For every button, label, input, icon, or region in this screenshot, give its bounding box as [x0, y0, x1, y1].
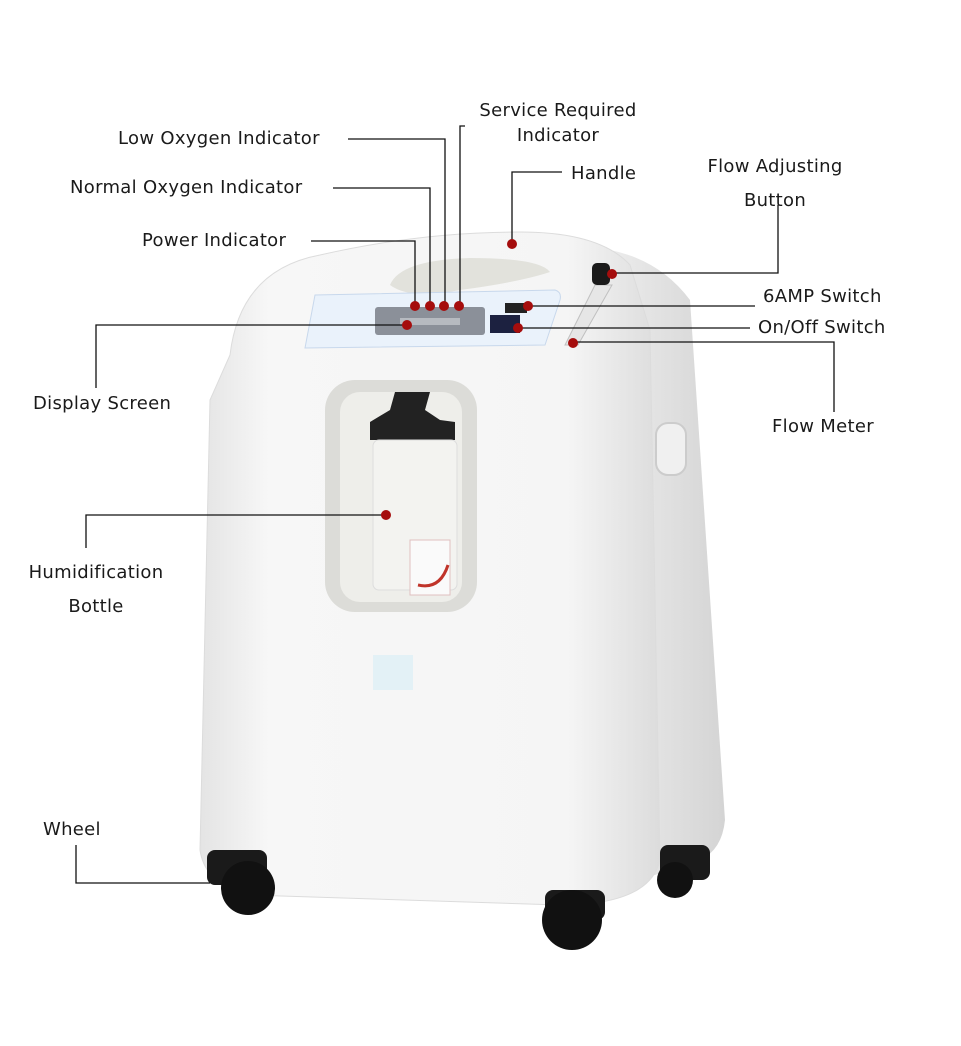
on-off-switch	[490, 315, 520, 333]
marker-flow-meter	[568, 338, 578, 348]
marker-bottle	[381, 510, 391, 520]
marker-display	[402, 320, 412, 330]
label-line: Flow Adjusting	[707, 156, 843, 177]
marker-6amp	[523, 301, 533, 311]
label-flow-meter: Flow Meter	[772, 416, 874, 437]
six-amp-switch	[505, 303, 527, 313]
label-power: Power Indicator	[142, 230, 287, 251]
label-wheel: Wheel	[43, 819, 101, 840]
label-humidification-bottle: Humidification Bottle	[29, 556, 164, 624]
label-line: Humidification	[28, 562, 164, 583]
marker-normal-oxygen	[425, 301, 435, 311]
leader-lines	[75, 125, 835, 884]
label-line: Button	[743, 190, 807, 211]
marker-low-oxygen	[439, 301, 449, 311]
label-display-screen: Display Screen	[33, 393, 172, 414]
label-line: Service Required	[479, 100, 637, 121]
marker-flow-adjust	[607, 269, 617, 279]
marker-service	[454, 301, 464, 311]
label-handle: Handle	[571, 163, 637, 184]
label-line: Indicator	[516, 125, 600, 146]
label-6amp-switch: 6AMP Switch	[763, 286, 882, 307]
wheel-icon	[207, 845, 710, 950]
marker-handle	[507, 239, 517, 249]
label-normal-oxygen: Normal Oxygen Indicator	[70, 177, 303, 198]
flow-meter	[564, 284, 613, 346]
label-flow-adjusting: Flow Adjusting Button	[707, 150, 842, 218]
label-on-off-switch: On/Off Switch	[758, 317, 886, 338]
label-low-oxygen: Low Oxygen Indicator	[118, 128, 320, 149]
label-line: Bottle	[68, 596, 124, 617]
label-service-required: Service Required Indicator	[479, 98, 636, 148]
marker-on-off	[513, 323, 523, 333]
flow-knob	[592, 263, 610, 285]
marker-power	[410, 301, 420, 311]
bottle-cap	[370, 392, 455, 440]
brand-logo	[373, 655, 413, 690]
marker-dots	[381, 239, 617, 520]
